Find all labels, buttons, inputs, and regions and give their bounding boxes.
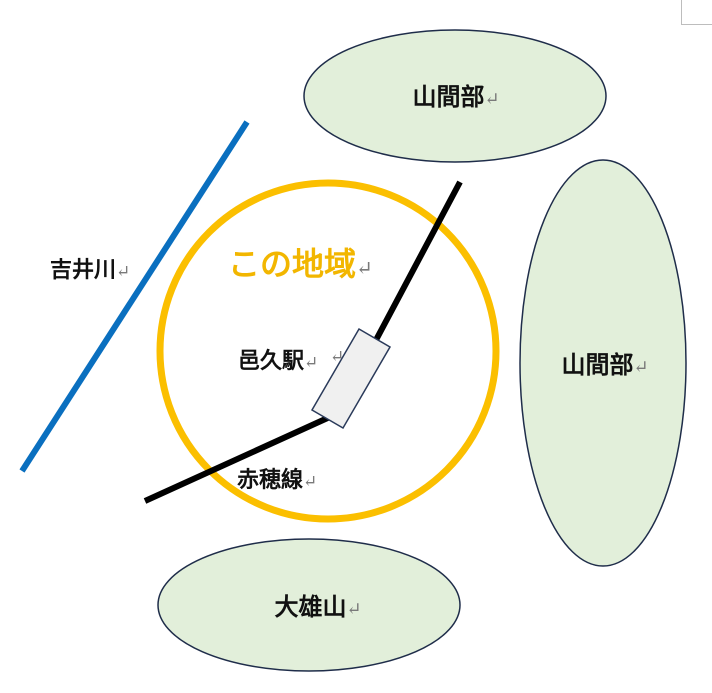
river-label: 吉井川↵ [50,257,130,283]
mountain-right-ellipse [519,159,687,567]
railway-label: 赤穂線↵ [237,467,317,493]
mountain-top-label: 山間部↵ [412,82,499,111]
station-return-mark: ↵ [330,347,344,367]
river-line [19,120,250,473]
mountain-bottom-label: 大雄山↵ [274,592,361,621]
region-label: この地域↵ [228,245,373,283]
station-label: 邑久駅↵ [238,348,318,374]
station-box [310,327,392,430]
mountain-right-label: 山間部↵ [561,350,648,379]
page-corner-mark [681,0,712,25]
region-circle [156,179,500,523]
mountain-bottom-ellipse [157,538,461,672]
mountain-top-ellipse [303,29,607,163]
